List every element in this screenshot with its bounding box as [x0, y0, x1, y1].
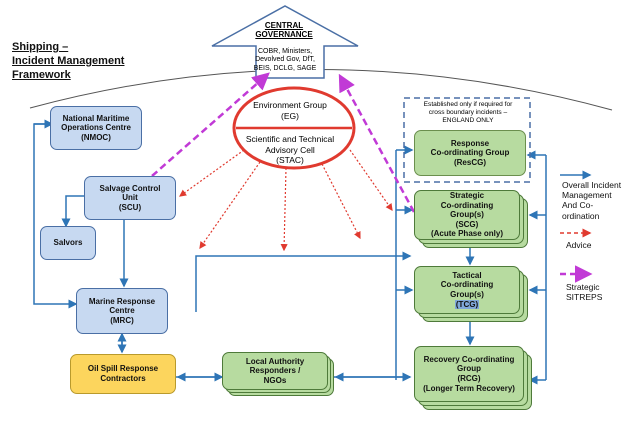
tcg-stack: Tactical Co-ordinating Group(s) (TCG)	[414, 266, 530, 322]
scg-stack: Strategic Co-ordinating Group(s) (SCG) (…	[414, 190, 530, 248]
scu-box: Salvage Control Unit (SCU)	[84, 176, 176, 220]
rescg-note: Established only if required for cross b…	[423, 101, 513, 124]
local-authority-box: Local Authority Responders / NGOs	[222, 352, 328, 390]
tcg-abbreviation: (TCG)	[454, 299, 480, 309]
nmoc-box: National Maritime Operations Centre (NMO…	[50, 106, 142, 150]
central-governance-arrow	[211, 5, 359, 79]
line-scu-salvors	[61, 195, 84, 228]
rcg-box: Recovery Co-ordinating Group (RCG) (Long…	[414, 346, 524, 402]
rescg-conditional-frame	[403, 97, 531, 183]
rescg-box: Response Co-ordinating Group (ResCG)	[414, 130, 526, 176]
legend-solid-label: Overall Incident Management And Co- ordi…	[562, 180, 622, 221]
legend-advice-label: Advice	[566, 240, 592, 250]
sitrep-scg-cg	[338, 73, 416, 213]
advice-to-scg-2	[349, 149, 393, 211]
scg-box: Strategic Co-ordinating Group(s) (SCG) (…	[414, 190, 520, 240]
oil-spill-contractors-box: Oil Spill Response Contractors	[70, 354, 176, 394]
sitrep-scu-cg	[151, 72, 270, 177]
advice-down	[280, 167, 288, 252]
line-mrc-scg	[195, 251, 412, 312]
advice-to-scu-2	[199, 161, 261, 249]
advice-to-scu	[179, 149, 245, 197]
rcg-stack: Recovery Co-ordinating Group (RCG) (Long…	[414, 346, 532, 410]
tcg-box: Tactical Co-ordinating Group(s) (TCG)	[414, 266, 520, 314]
mrc-box: Marine Response Centre (MRC)	[76, 288, 168, 334]
central-governance-title: CENTRAL GOVERNANCE	[255, 21, 313, 40]
salvors-box: Salvors	[40, 226, 96, 260]
central-governance-members: COBR, Ministers, Devolved Gov, DfT, BEIS…	[253, 48, 317, 72]
legend-sitrep-label: Strategic SITREPS	[566, 282, 603, 303]
local-authority-stack: Local Authority Responders / NGOs	[222, 352, 336, 396]
tcg-label: Tactical Co-ordinating Group(s)	[440, 270, 494, 299]
stac-label: Scientific and Technical Advisory Cell (…	[245, 134, 335, 166]
advice-to-scg	[321, 163, 361, 240]
environment-group-label: Environment Group (EG)	[253, 100, 327, 121]
diagram-title: Shipping – Incident Management Framework	[12, 41, 125, 81]
line-nmoc-mrc	[33, 123, 78, 309]
